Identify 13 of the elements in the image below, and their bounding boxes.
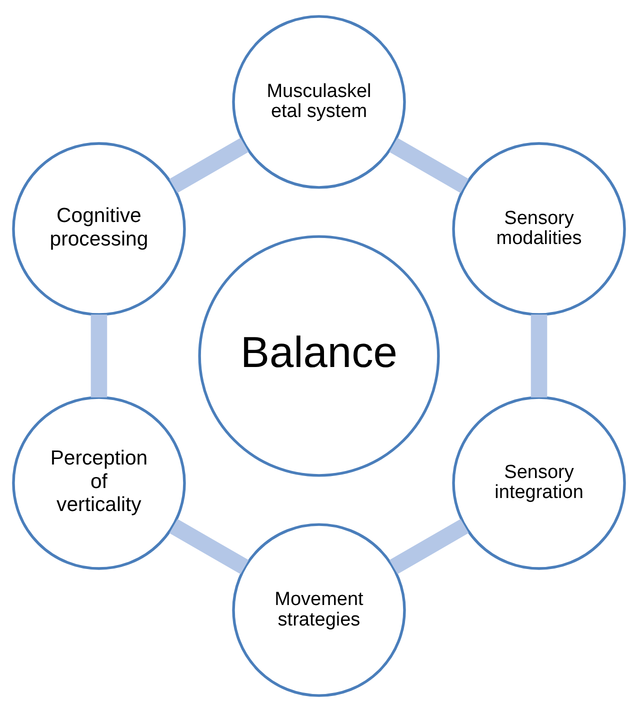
node-circle: Cognitive processing	[12, 142, 186, 316]
node-circle: Movement strategies	[232, 523, 406, 697]
connector	[90, 314, 108, 398]
connector	[169, 138, 249, 194]
connector	[389, 138, 469, 193]
node-circle: Perception of verticality	[12, 396, 186, 570]
connector	[530, 314, 548, 398]
node-circle: Sensory integration	[452, 396, 626, 570]
connector	[169, 519, 249, 574]
connector	[389, 518, 469, 574]
node-circle: Balance	[198, 235, 440, 477]
node-circle: Sensory modalities	[452, 142, 626, 316]
node-circle: Musculaskel etal system	[232, 15, 406, 189]
